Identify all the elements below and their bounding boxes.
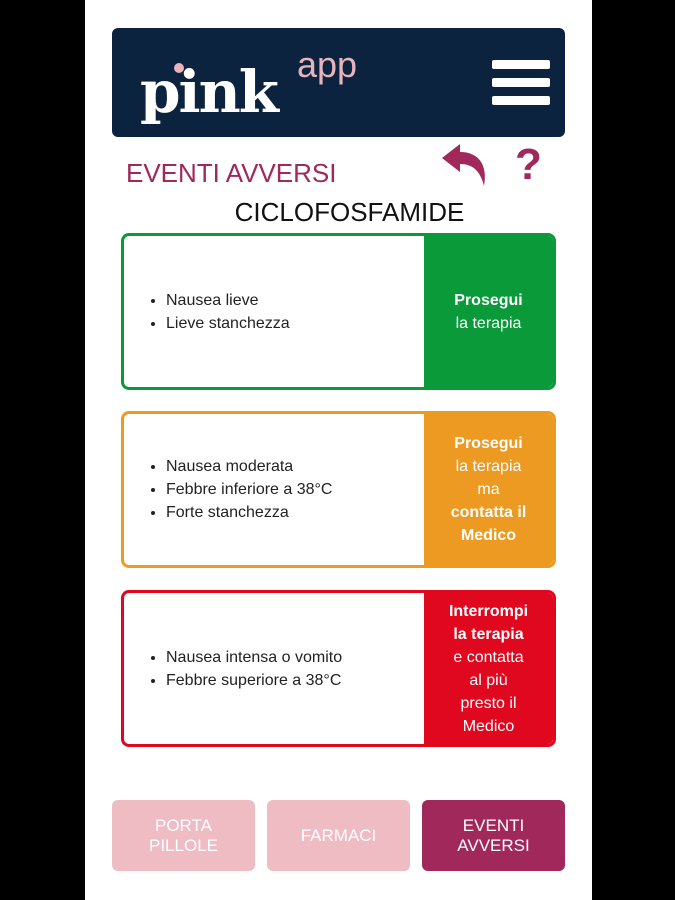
action-line: Medico [462,717,515,735]
nav-label: EVENTI AVVERSI [457,815,530,855]
symptom-item: Nausea intensa o vomito [166,646,424,669]
phone-screen: pink app EVENTI AVVERSI ? CICLOFOSFAMIDE… [85,0,592,900]
nav-label: PORTA PILLOLE [149,815,218,855]
action-line: presto il [460,694,517,712]
action-line: ma [477,481,500,498]
app-header: pink app [112,28,565,137]
action-line: al più [469,671,508,689]
action-line: Prosegui [454,435,523,452]
action-line: Medico [460,527,517,544]
drug-name: CICLOFOSFAMIDE [234,197,465,227]
help-icon[interactable]: ? [515,140,542,189]
action-line: la terapia [455,458,522,475]
logo: pink [140,58,279,126]
symptom-item: Forte stanchezza [166,501,424,524]
symptom-item: Lieve stanchezza [166,312,424,335]
back-arrow-icon[interactable] [440,142,490,188]
hamburger-menu-icon[interactable] [492,60,550,108]
severity-card: Nausea moderataFebbre inferiore a 38°CFo… [121,411,556,568]
nav-button-porta-pillole[interactable]: PORTA PILLOLE [112,800,255,871]
action-line: e contatta [453,648,524,666]
action-line: la terapia [455,314,522,332]
severity-card: Nausea lieveLieve stanchezza Prosegui la t… [121,233,556,390]
action-panel: Interrompi la terapia e contatta al più pres… [424,593,553,744]
severity-card: Nausea intensa o vomitoFebbre superiore … [121,590,556,747]
action-panel: Prosegui la terapia [424,236,553,387]
symptom-list: Nausea lieveLieve stanchezza [124,236,424,387]
logo-dot [174,63,184,73]
logo-sup: app [297,44,358,85]
action-line: Prosegui [454,291,523,309]
symptom-list: Nausea moderataFebbre inferiore a 38°CFo… [124,414,424,565]
nav-button-eventi-avversi[interactable]: EVENTI AVVERSI [422,800,565,871]
symptom-item: Nausea moderata [166,455,424,478]
action-line: Interrompi [448,602,529,620]
logo-text: pink [140,58,279,126]
symptom-item: Febbre superiore a 38°C [166,669,424,692]
symptom-list: Nausea intensa o vomitoFebbre superiore … [124,593,424,744]
action-panel: Prosegui la terapia ma contatta il Medico [424,414,553,565]
nav-label: FARMACI [300,825,377,845]
action-line: contatta il [450,504,527,521]
symptom-item: Febbre inferiore a 38°C [166,478,424,501]
nav-button-farmaci[interactable]: FARMACI [267,800,410,871]
symptom-item: Nausea lieve [166,289,424,312]
action-line: la terapia [453,625,524,643]
page-title: EVENTI AVVERSI [126,158,337,188]
